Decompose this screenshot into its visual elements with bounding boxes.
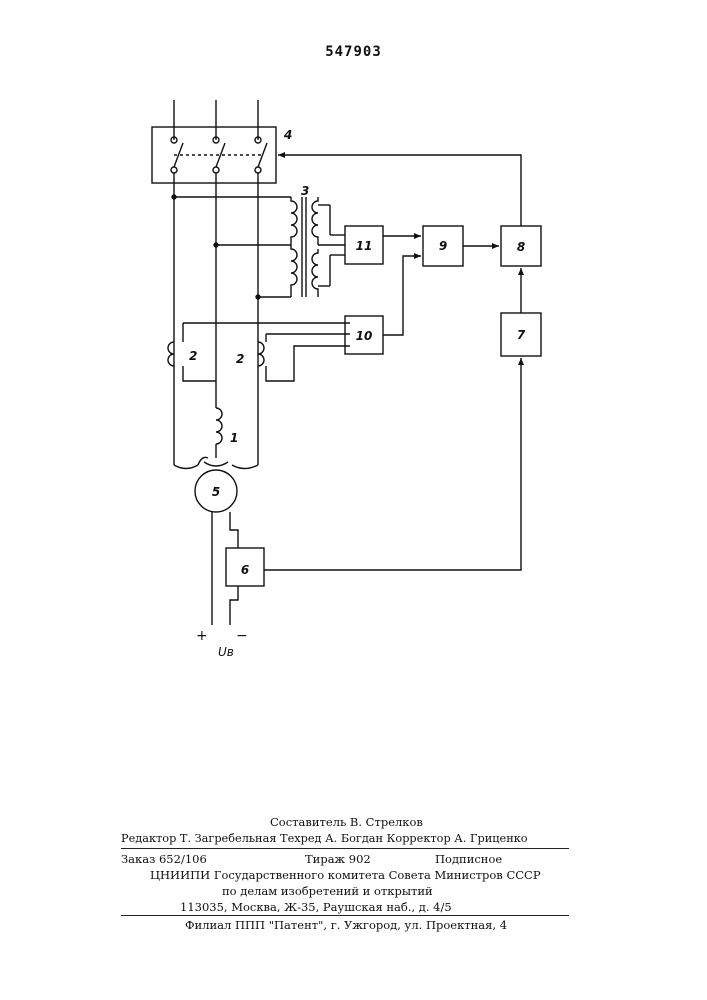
imprint-compiler: Составитель В. Стрелков — [270, 815, 423, 829]
imprint-address: 113035, Москва, Ж-35, Раушская наб., д. … — [180, 900, 452, 914]
label-block-11: 11 — [356, 239, 373, 253]
label-winding-1: 1 — [230, 431, 238, 445]
imprint-order: Заказ 652/106 — [121, 852, 207, 866]
supply-lines — [174, 100, 258, 140]
terminal-voltage: Uв — [218, 645, 234, 659]
label-block-10: 10 — [356, 329, 373, 343]
imprint-rule-top — [121, 848, 569, 849]
label-block-8: 8 — [517, 240, 525, 254]
label-block-9: 9 — [439, 239, 447, 253]
terminal-plus: + — [196, 628, 208, 644]
imprint-editor-line: Редактор Т. Загребельная Техред А. Богда… — [121, 832, 528, 845]
imprint-affairs: по делам изобретений и открытий — [222, 884, 433, 898]
label-block-7: 7 — [517, 328, 526, 342]
label-sensor-2-right: 2 — [236, 352, 244, 366]
dc-supply-leads — [212, 512, 238, 625]
label-transformer-3: 3 — [301, 184, 309, 198]
imprint-institute: ЦНИИПИ Государственного комитета Совета … — [150, 868, 541, 882]
diagram-labels: 4 3 11 9 8 10 7 2 2 1 5 6 + − Uв — [189, 128, 526, 659]
circuit-diagram: 4 3 11 9 8 10 7 2 2 1 5 6 + − Uв — [0, 0, 707, 700]
imprint-rule-bottom — [121, 915, 569, 916]
label-motor-5: 5 — [212, 485, 220, 499]
label-block-4: 4 — [283, 128, 292, 142]
imprint-branch: Филиал ППП "Патент", г. Ужгород, ул. Про… — [185, 918, 507, 932]
terminal-minus: − — [236, 628, 248, 644]
imprint-circulation: Тираж 902 — [305, 852, 371, 866]
label-block-6: 6 — [241, 563, 249, 577]
phase-conductors — [174, 173, 258, 469]
imprint-subscription: Подписное — [435, 852, 502, 866]
label-sensor-2-left: 2 — [189, 349, 197, 363]
